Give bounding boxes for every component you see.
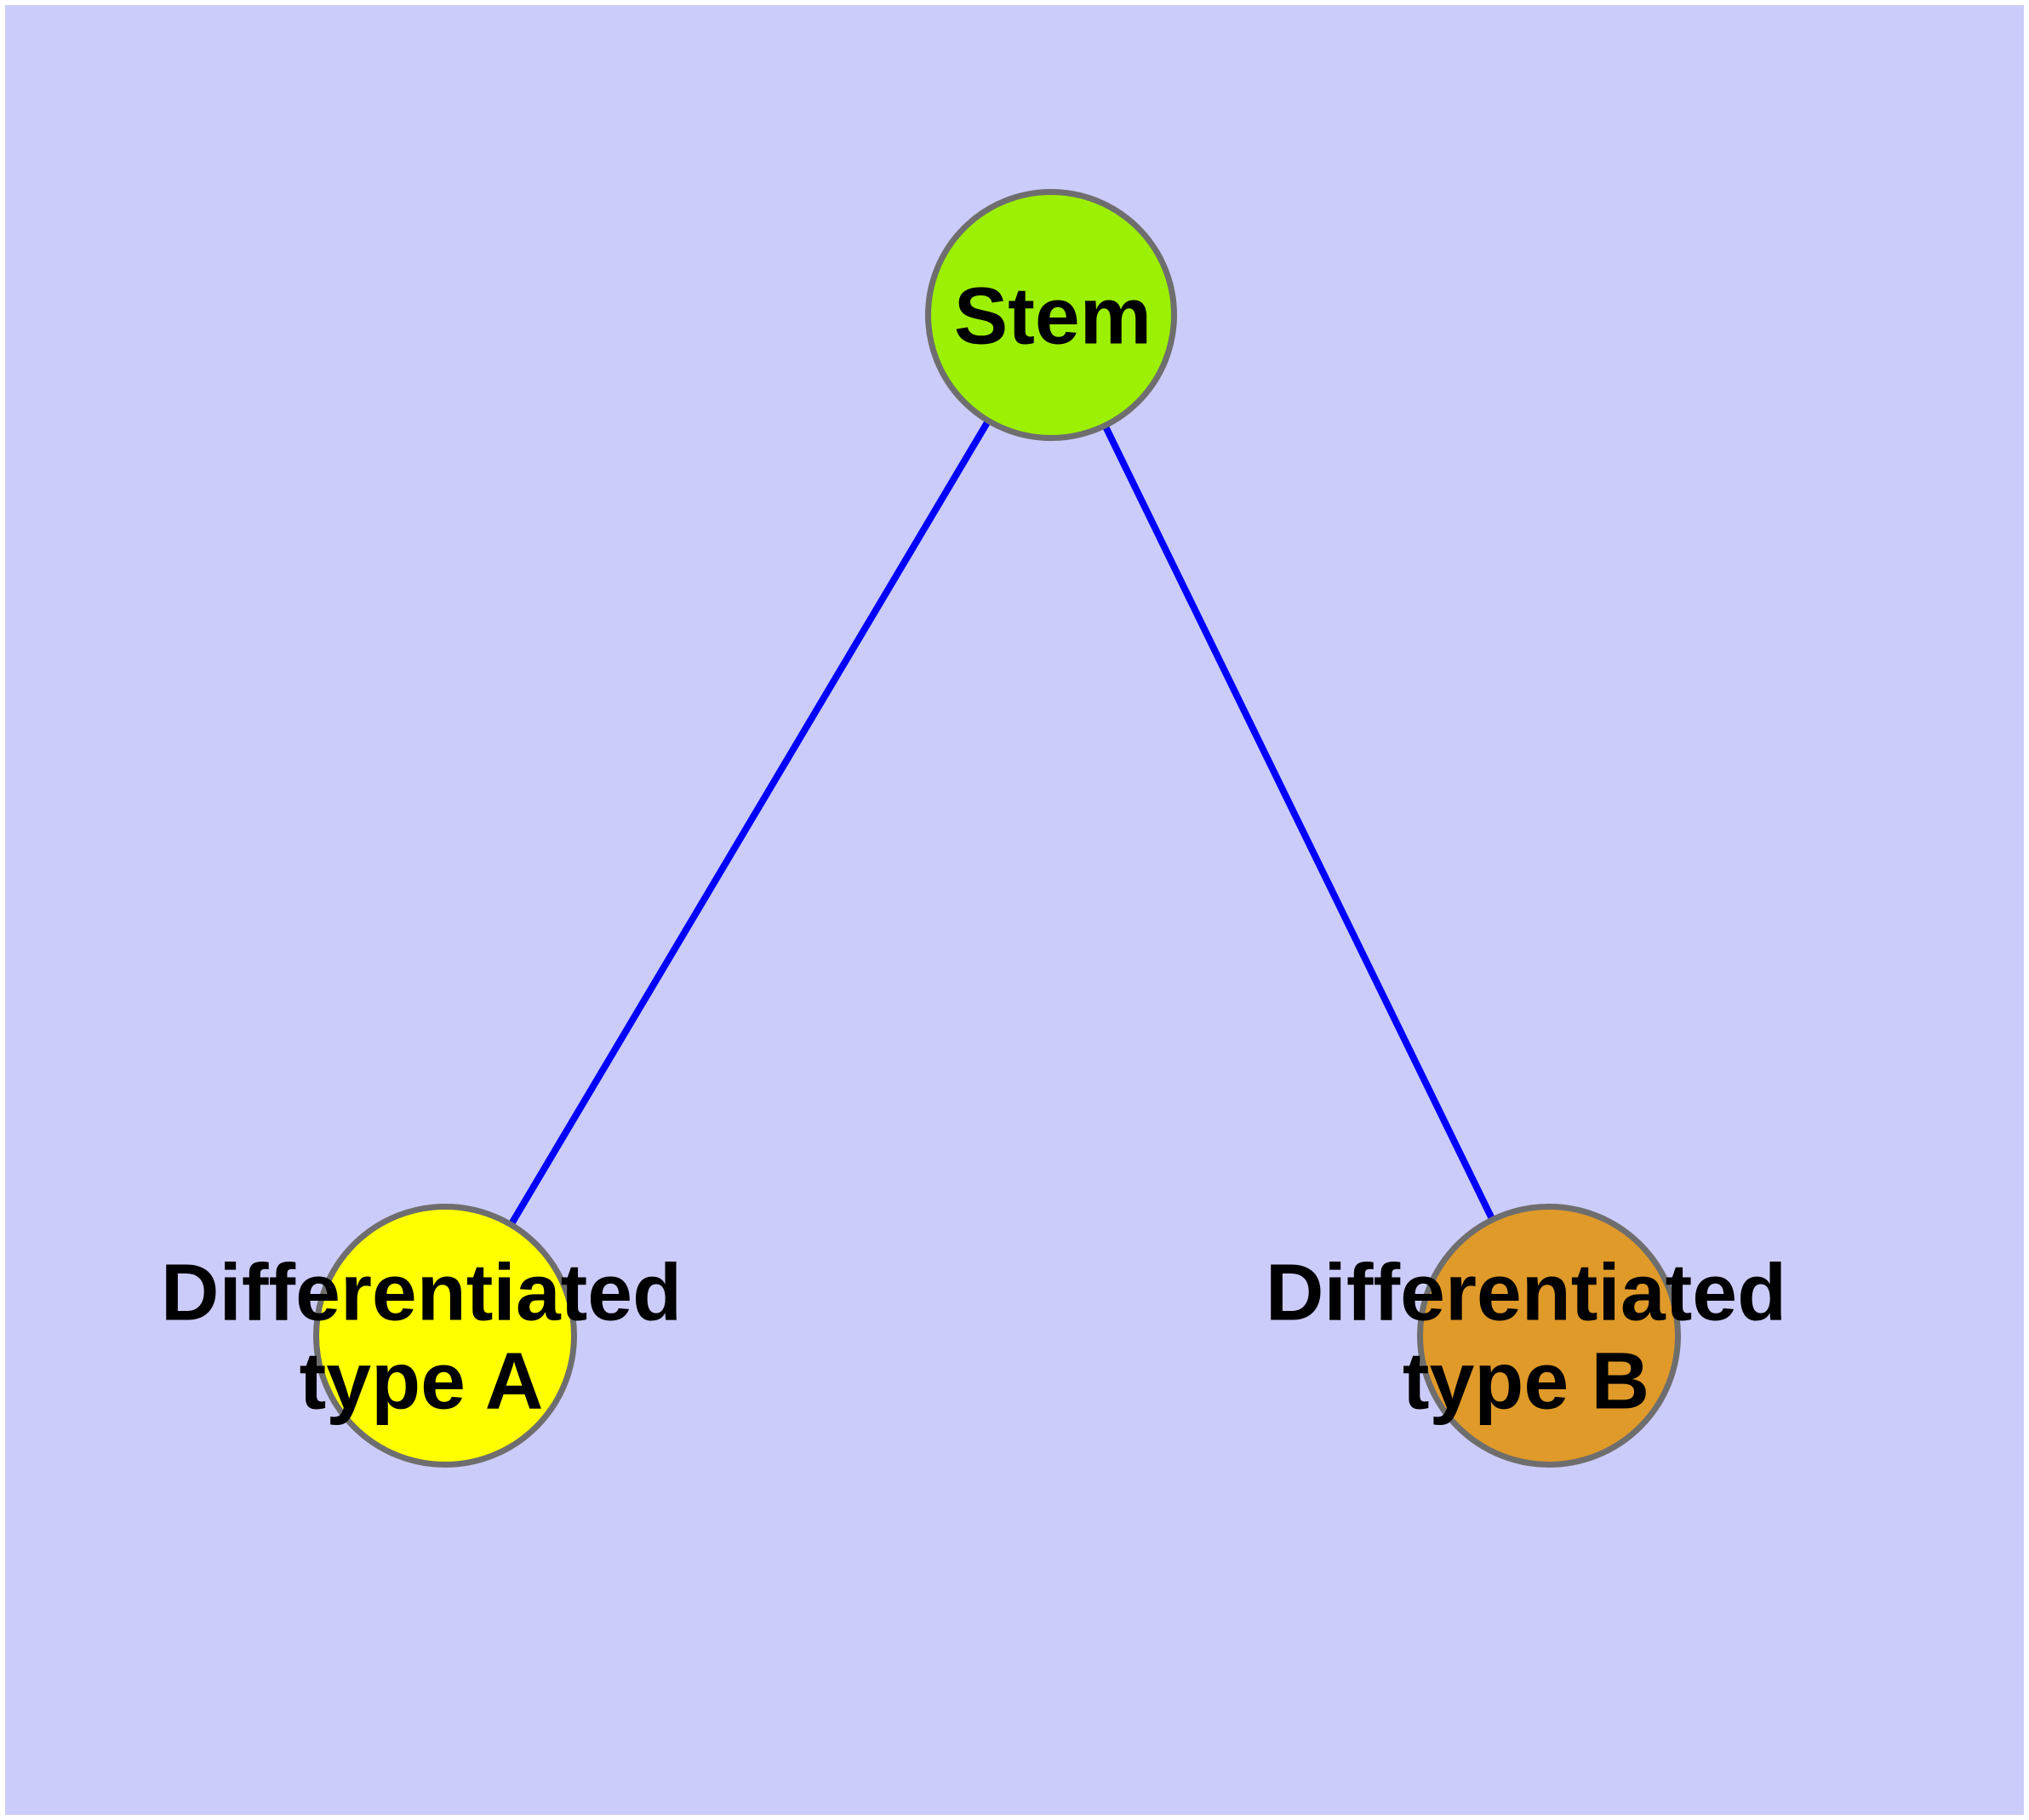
graph-edge-stem-to-diff-b[interactable] bbox=[1048, 313, 1552, 1337]
node-label-diff-a-line-2: type A bbox=[300, 1336, 544, 1426]
node-circle-diff-a[interactable] bbox=[313, 1204, 577, 1468]
node-label-diff-b-line-2: type B bbox=[1403, 1336, 1649, 1426]
node-circle-stem[interactable] bbox=[925, 189, 1177, 441]
node-label-stem-line-1: Stem bbox=[954, 271, 1152, 361]
graph-edge-stem-to-diff-a[interactable] bbox=[442, 312, 1055, 1338]
edge-layer bbox=[442, 312, 1552, 1338]
node-circle-diff-b[interactable] bbox=[1417, 1204, 1681, 1468]
node-layer bbox=[313, 189, 1681, 1468]
graph-node-diff-a[interactable] bbox=[313, 1204, 577, 1468]
node-label-diff-a-line-1: Differentiated bbox=[161, 1247, 682, 1337]
graph-node-stem[interactable] bbox=[925, 189, 1177, 441]
graph-node-diff-b[interactable] bbox=[1417, 1204, 1681, 1468]
node-label-diff-b-line-1: Differentiated bbox=[1266, 1247, 1786, 1337]
